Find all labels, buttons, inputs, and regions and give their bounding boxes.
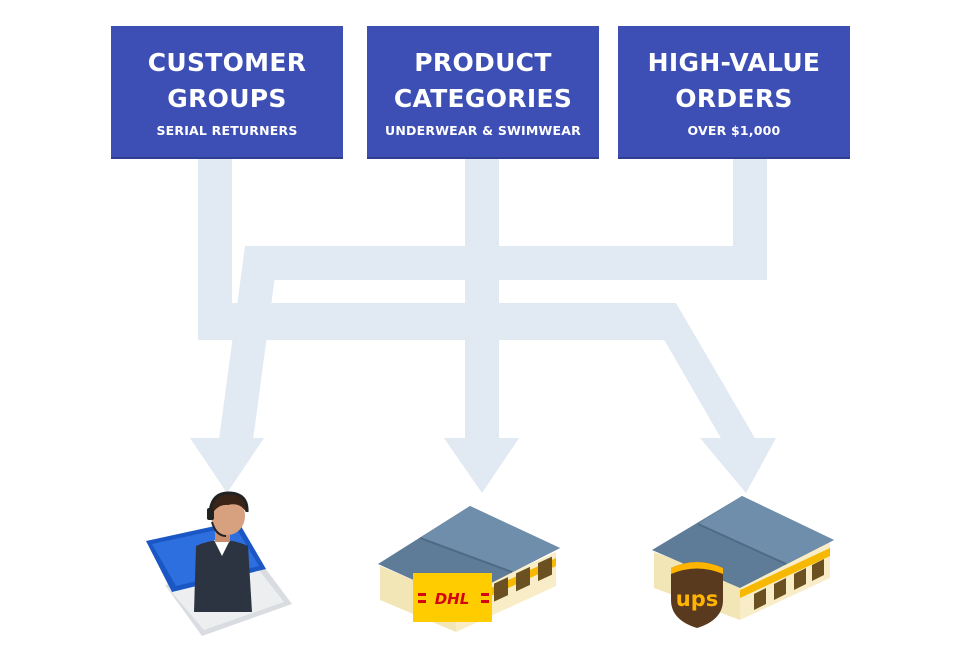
ups-logo-text: ups xyxy=(676,587,718,611)
card-title: HIGH-VALUE ORDERS xyxy=(647,48,821,113)
arrowhead-ups xyxy=(700,438,776,493)
dhl-warehouse-icon: DHL xyxy=(378,506,560,632)
arrowhead-dhl xyxy=(444,438,519,493)
card-subtitle: SERIAL RETURNERS xyxy=(156,123,298,138)
flow-diagonal-right xyxy=(643,303,756,440)
card-title: PRODUCT CATEGORIES xyxy=(393,48,573,113)
ups-logo xyxy=(671,562,723,628)
card-subtitle: UNDERWEAR & SWIMWEAR xyxy=(385,123,581,138)
card-product-categories: PRODUCT CATEGORIES UNDERWEAR & SWIMWEAR xyxy=(367,26,599,159)
flow-stem-product xyxy=(465,158,499,440)
flow-connector-lower xyxy=(198,303,676,340)
flow-diagonal-left xyxy=(219,246,279,440)
card-customer-groups: CUSTOMER GROUPS SERIAL RETURNERS xyxy=(111,26,343,159)
card-subtitle: OVER $1,000 xyxy=(687,123,781,138)
arrowhead-agent xyxy=(190,438,264,493)
card-high-value-orders: HIGH-VALUE ORDERS OVER $1,000 xyxy=(618,26,850,159)
ups-warehouse-icon: ups xyxy=(652,496,834,628)
dhl-logo xyxy=(413,573,492,622)
flow-connector-upper xyxy=(245,246,767,280)
dhl-logo-text: DHL xyxy=(435,590,470,608)
card-title: CUSTOMER GROUPS xyxy=(147,48,307,113)
support-agent-laptop-icon xyxy=(146,491,292,636)
